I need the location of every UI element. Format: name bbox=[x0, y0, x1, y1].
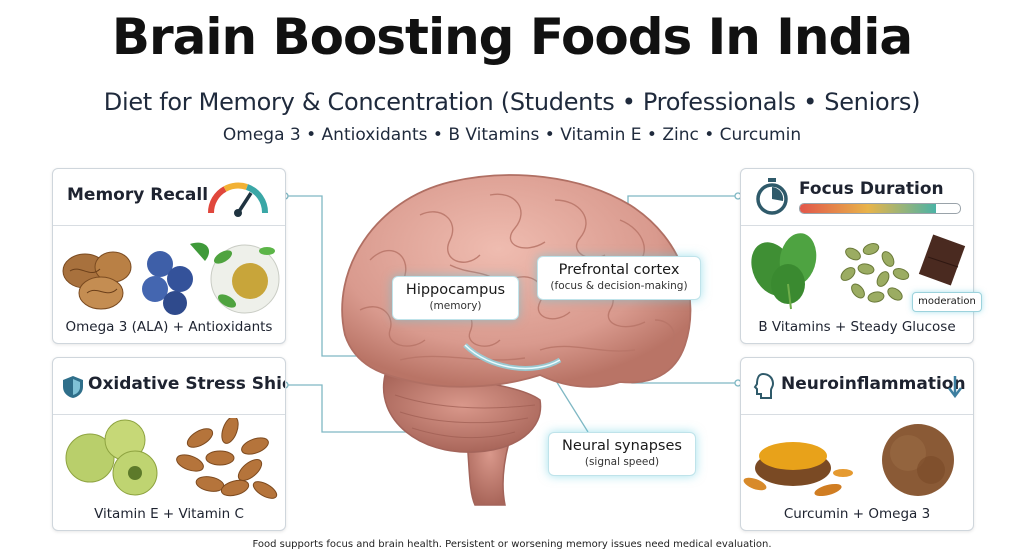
dark-chocolate-icon bbox=[918, 234, 966, 286]
down-arrow-icon bbox=[948, 376, 962, 398]
shield-icon bbox=[63, 376, 83, 398]
synapses-title: Neural synapses bbox=[562, 438, 682, 454]
neuro-foods-image bbox=[743, 424, 954, 497]
card-focus-header: Focus Duration bbox=[741, 169, 973, 226]
prefrontal-title: Prefrontal cortex bbox=[558, 262, 680, 278]
card-focus-title: Focus Duration bbox=[799, 179, 944, 199]
gauge-icon bbox=[207, 182, 269, 217]
synapses-label: Neural synapses (signal speed) bbox=[548, 432, 696, 476]
moderation-badge: moderation bbox=[912, 292, 982, 312]
hippocampus-title: Hippocampus bbox=[405, 282, 506, 298]
prefrontal-label: Prefrontal cortex (focus & decision-maki… bbox=[537, 256, 701, 300]
oil-bowl-icon bbox=[210, 244, 280, 314]
focus-foods-image bbox=[751, 233, 966, 310]
card-oxidative-stress: Oxidative Stress Shield Vitamin E + Vita… bbox=[52, 357, 286, 531]
turmeric-icon bbox=[743, 442, 853, 497]
synapses-sub: (signal speed) bbox=[584, 456, 660, 468]
hippocampus-sub: (memory) bbox=[429, 300, 482, 312]
card-neuro-caption: Curcumin + Omega 3 bbox=[783, 506, 931, 522]
card-focus-duration: Focus Duration B Vitamins + St bbox=[740, 168, 974, 344]
focus-progress-bar bbox=[799, 203, 961, 214]
spinach-icon bbox=[751, 233, 817, 310]
card-neuro-title: Neuroinflammation bbox=[781, 374, 966, 394]
stopwatch-icon bbox=[756, 178, 788, 215]
card-memory-caption: Omega 3 (ALA) + Antioxidants bbox=[65, 319, 273, 335]
walnuts-icon bbox=[62, 251, 132, 310]
oxidative-foods-image bbox=[65, 418, 278, 499]
card-memory-header: Memory Recall bbox=[53, 169, 285, 226]
memory-foods-image bbox=[62, 242, 280, 315]
nutrient-list: Omega 3 • Antioxidants • B Vitamins • Vi… bbox=[222, 125, 802, 145]
blueberries-icon bbox=[142, 242, 210, 315]
card-oxidative-header: Oxidative Stress Shield bbox=[53, 358, 285, 415]
almonds-icon bbox=[176, 418, 278, 499]
hippocampus-label: Hippocampus (memory) bbox=[392, 276, 519, 320]
card-memory-recall: Memory Recall bbox=[52, 168, 286, 344]
card-neuro-header: Neuroinflammation bbox=[741, 358, 973, 415]
card-neuroinflammation: Neuroinflammation Curcumin + Omega 3 bbox=[740, 357, 974, 531]
card-focus-caption: B Vitamins + Steady Glucose bbox=[758, 319, 956, 335]
page-title: Brain Boosting Foods In India bbox=[111, 8, 913, 66]
card-memory-title: Memory Recall bbox=[67, 185, 209, 205]
card-oxidative-title: Oxidative Stress Shield bbox=[88, 374, 285, 394]
head-icon bbox=[753, 372, 775, 399]
flax-seeds-icon bbox=[882, 424, 954, 496]
page-subtitle: Diet for Memory & Concentration (Student… bbox=[103, 88, 921, 116]
amla-icon bbox=[65, 419, 158, 496]
pumpkin-seeds-icon bbox=[840, 243, 910, 303]
focus-progress-fill bbox=[800, 204, 936, 213]
card-oxidative-caption: Vitamin E + Vitamin C bbox=[94, 506, 244, 522]
prefrontal-sub: (focus & decision-making) bbox=[550, 280, 688, 292]
medical-disclaimer: Food supports focus and brain health. Pe… bbox=[252, 539, 772, 550]
